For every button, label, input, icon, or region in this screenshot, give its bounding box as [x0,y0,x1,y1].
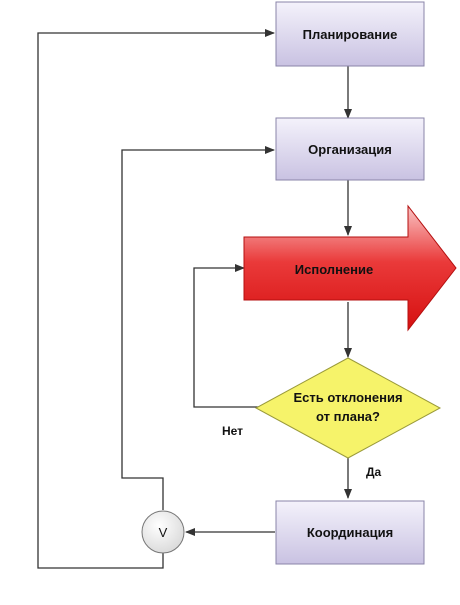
decision-label-line2: от плана? [316,409,380,424]
junction-node[interactable]: V [141,510,185,554]
edge-no-loop-execution [193,264,282,408]
execution-label: Исполнение [295,262,373,277]
coordination-box-shape [275,500,425,565]
organization-label: Организация [308,142,392,157]
organization-box-shape [275,117,425,181]
junction-circle [141,510,185,554]
execution-arrow[interactable]: Исполнение [243,204,457,332]
decision-diamond[interactable]: Есть отклонения от плана? [254,357,442,459]
edge-junction-organization [121,146,275,510]
decision-label-line1: Есть отклонения [293,390,402,405]
edge-junction-planning [37,29,275,569]
junction-label: V [159,525,168,540]
edge-label-yes: Да [366,465,382,479]
planning-box-shape [275,1,425,67]
planning-box[interactable]: Планирование [275,1,425,67]
planning-label: Планирование [303,27,398,42]
coordination-label: Координация [307,525,393,540]
decision-diamond-shape [254,357,442,459]
edge-label-no: Нет [222,424,243,438]
coordination-box[interactable]: Координация [275,500,425,565]
organization-box[interactable]: Организация [275,117,425,181]
connectors [37,29,352,569]
execution-arrow-shape [243,204,457,332]
